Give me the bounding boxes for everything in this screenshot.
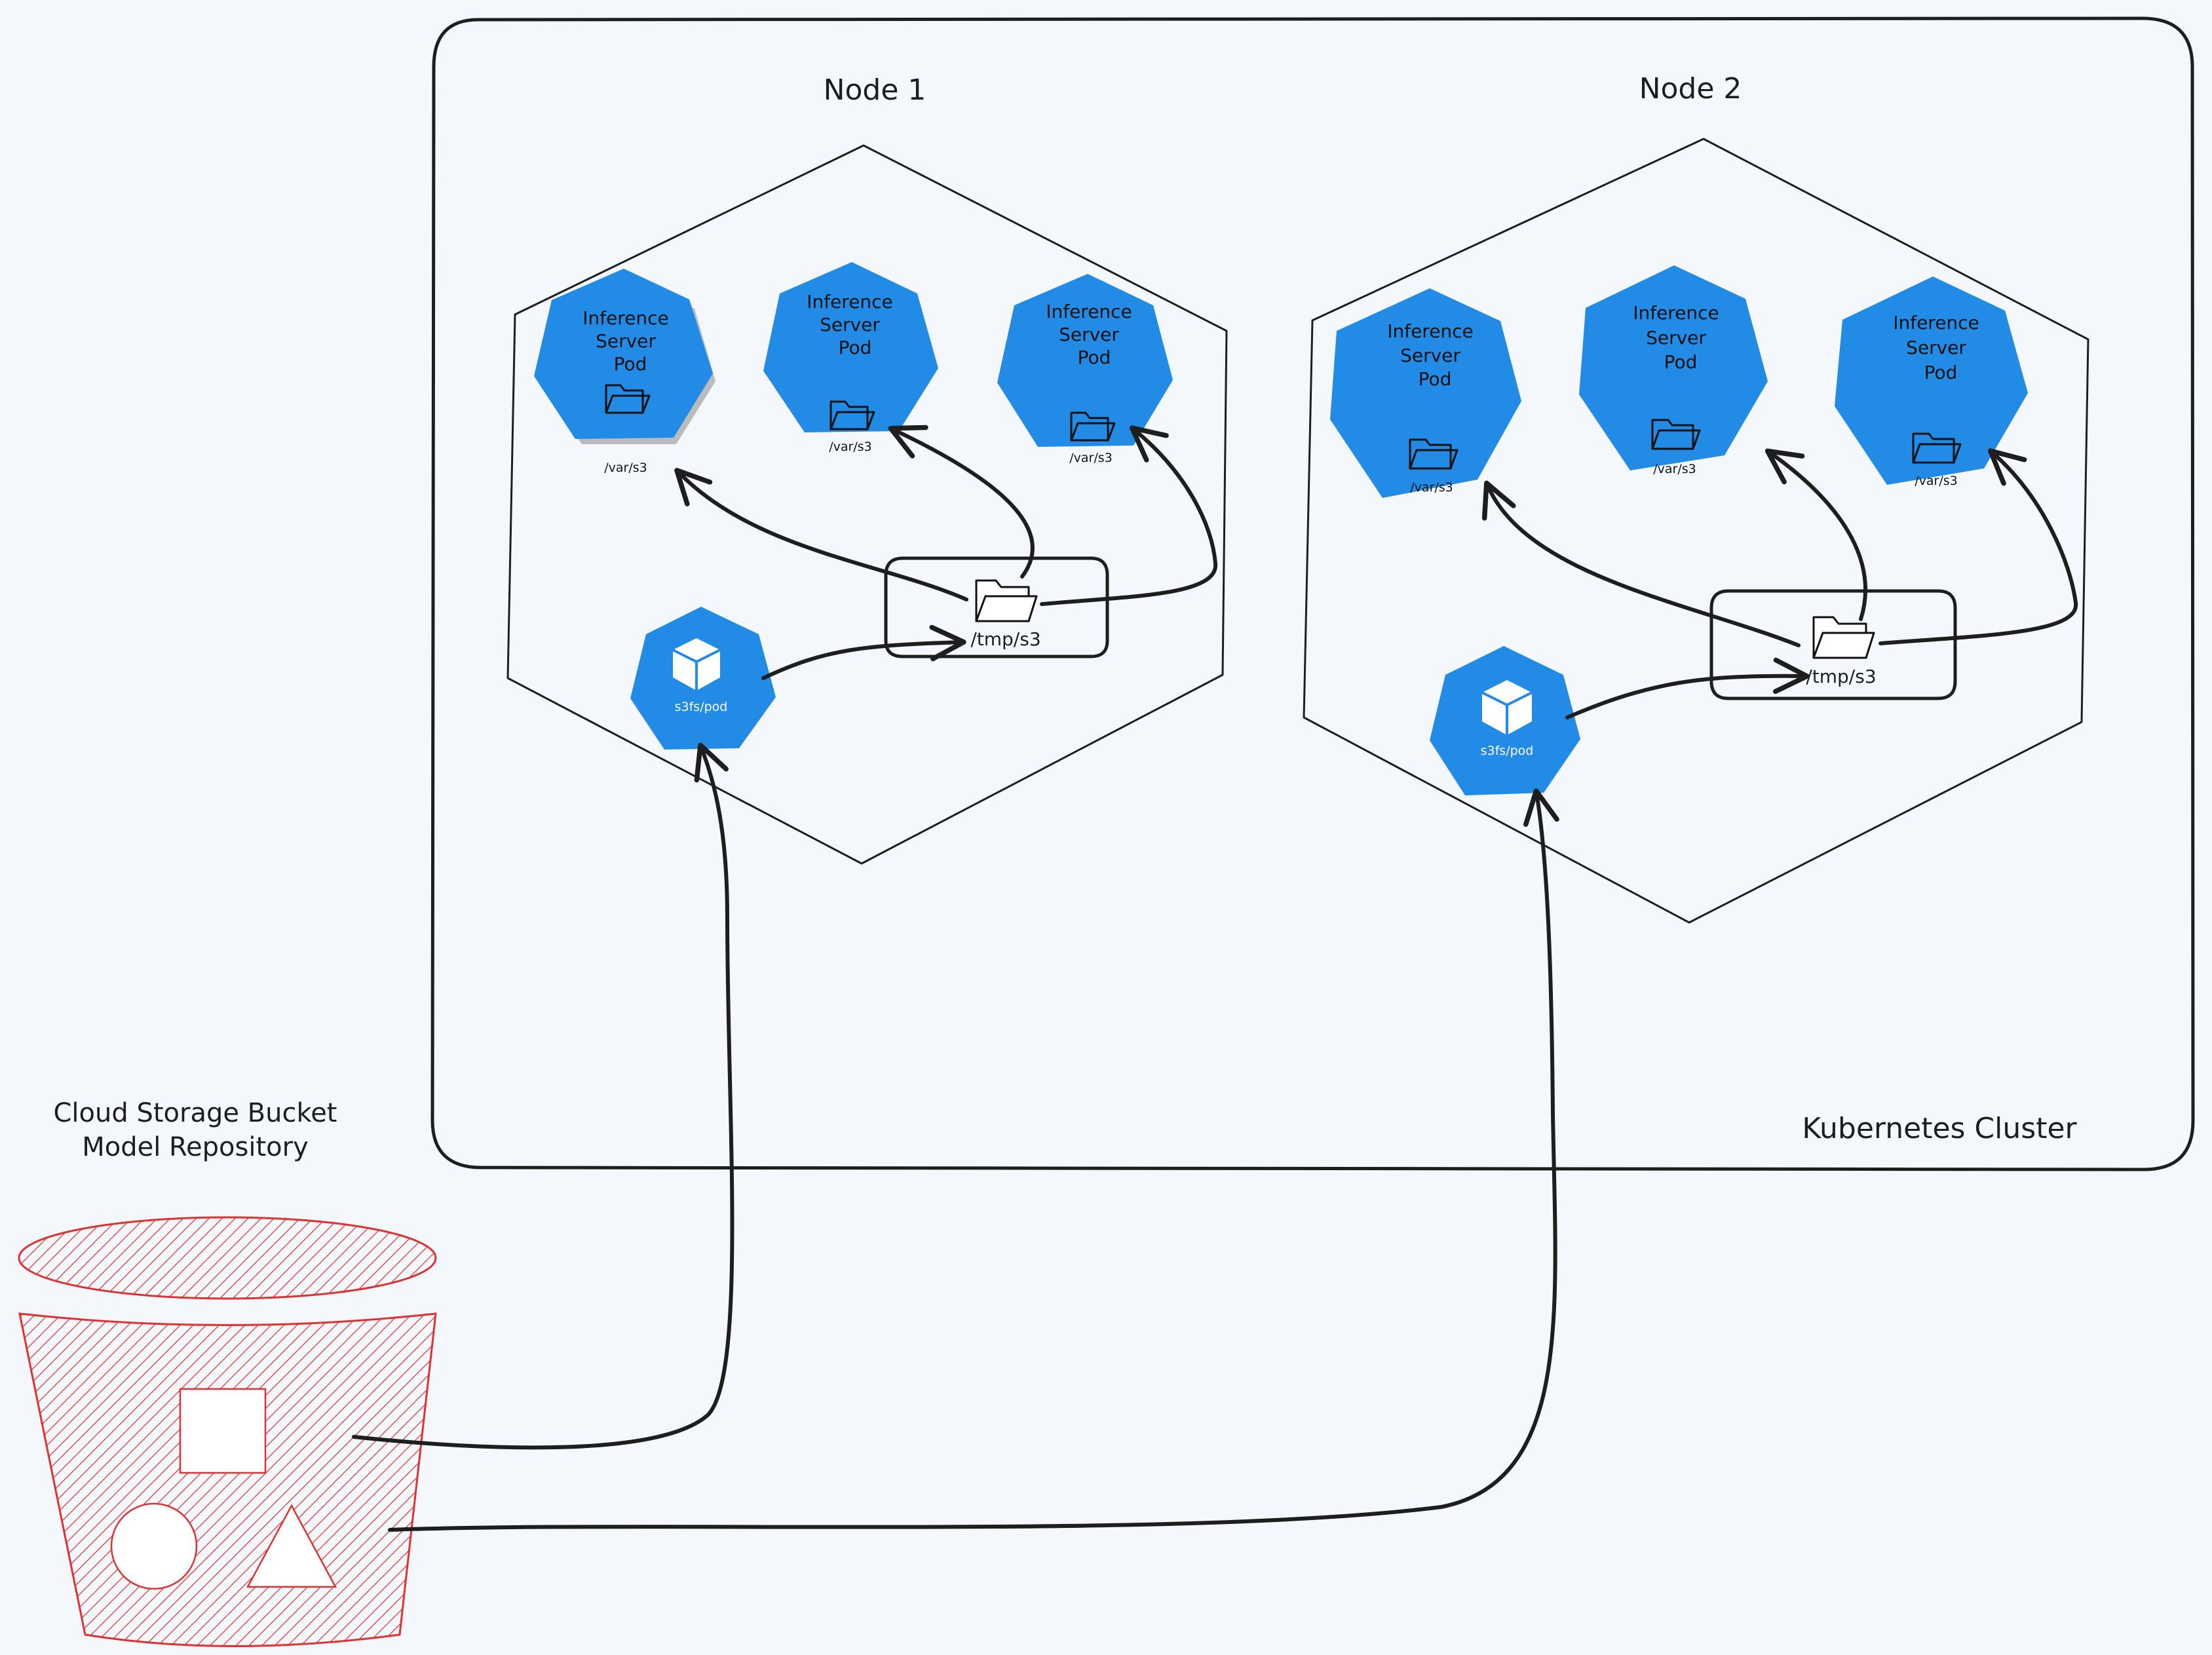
inference-server-pod: Inference Server Pod /var/s3 <box>1579 265 1768 476</box>
node-mount-path: /tmp/s3 <box>970 628 1040 650</box>
s3fs-pod: s3fs/pod <box>1430 646 1580 795</box>
pod-mount-path: /var/s3 <box>829 440 872 454</box>
pod-title-line: Inference <box>1893 312 1979 333</box>
folder-icon <box>975 579 1038 622</box>
pod-title-line: Inference <box>807 291 893 313</box>
node-2: Node 2 Inference Server Pod /var/s3 Infe… <box>1303 72 2089 924</box>
triangle-shape <box>246 1504 337 1588</box>
inference-server-pod: Inference Server Pod /var/s3 <box>763 262 938 454</box>
pod-title-line: Server <box>1646 327 1706 349</box>
node-mount-path: /tmp/s3 <box>1806 666 1876 687</box>
cube-icon <box>1481 680 1533 735</box>
bucket-to-node2-arrow <box>388 788 1559 1532</box>
pod-mount-path: /var/s3 <box>1653 462 1696 476</box>
bucket-subtitle: Model Repository <box>82 1132 309 1162</box>
folder-icon <box>1651 419 1701 450</box>
pod-title-line: Server <box>1906 337 1966 358</box>
inference-server-pod: Inference Server Pod /var/s3 <box>534 269 715 475</box>
cluster-label: Kubernetes Cluster <box>1802 1112 2077 1145</box>
inference-server-pod: Inference Server Pod /var/s3 <box>1330 288 1521 498</box>
node-label: Node 2 <box>1639 72 1742 105</box>
node-mount-box: /tmp/s3 <box>1709 589 1957 700</box>
pod-title-line: Inference <box>1046 301 1132 322</box>
folder-icon <box>605 384 651 414</box>
folder-icon <box>1070 411 1116 442</box>
folder-icon <box>1409 438 1459 470</box>
cube-icon <box>672 638 721 691</box>
s3fs-pod: s3fs/pod <box>630 607 776 750</box>
pod-title-line: Server <box>1400 345 1460 366</box>
inference-server-pod: Inference Server Pod /var/s3 <box>1835 276 2028 488</box>
pod-title-line: Pod <box>1419 368 1452 390</box>
inference-server-pod: Inference Server Pod /var/s3 <box>997 274 1173 465</box>
bucket-icon <box>18 1216 437 1647</box>
cloud-storage-bucket: Cloud Storage Bucket Model Repository <box>18 1098 437 1647</box>
pod-title-line: Pod <box>1078 347 1111 368</box>
node-1: Node 1 Inference Server Pod /var/s3 Infe… <box>506 73 1228 865</box>
pod-title-line: Inference <box>582 307 669 329</box>
pod-title-line: Server <box>596 330 656 352</box>
pod-title-line: Pod <box>614 353 647 375</box>
node-label: Node 1 <box>824 73 926 107</box>
pod-title-line: Inference <box>1633 302 1719 324</box>
pod-mount-path: /var/s3 <box>1069 451 1113 465</box>
pod-mount-path: /var/s3 <box>1915 474 1958 488</box>
folder-icon <box>1912 432 1962 464</box>
pod-mount-path: /var/s3 <box>1410 480 1453 495</box>
pod-title-line: Pod <box>1924 362 1958 383</box>
pod-title-line: Inference <box>1387 320 1474 342</box>
bucket-title: Cloud Storage Bucket <box>53 1098 337 1128</box>
folder-icon <box>1812 616 1875 659</box>
folder-icon <box>830 400 875 430</box>
pod-title-line: Pod <box>839 337 872 358</box>
pod-title-line: Pod <box>1664 351 1698 373</box>
bucket-to-node1-arrow <box>352 742 734 1450</box>
s3fs-label: s3fs/pod <box>1481 744 1534 758</box>
circle-shape <box>110 1502 198 1590</box>
square-shape <box>179 1388 267 1474</box>
s3fs-label: s3fs/pod <box>675 700 728 714</box>
kubernetes-cluster: Kubernetes Cluster <box>430 16 2195 1171</box>
pod-mount-path: /var/s3 <box>604 461 647 475</box>
pod-title-line: Server <box>1059 324 1119 345</box>
pod-title-line: Server <box>820 314 880 335</box>
node-mount-box: /tmp/s3 <box>884 556 1109 658</box>
